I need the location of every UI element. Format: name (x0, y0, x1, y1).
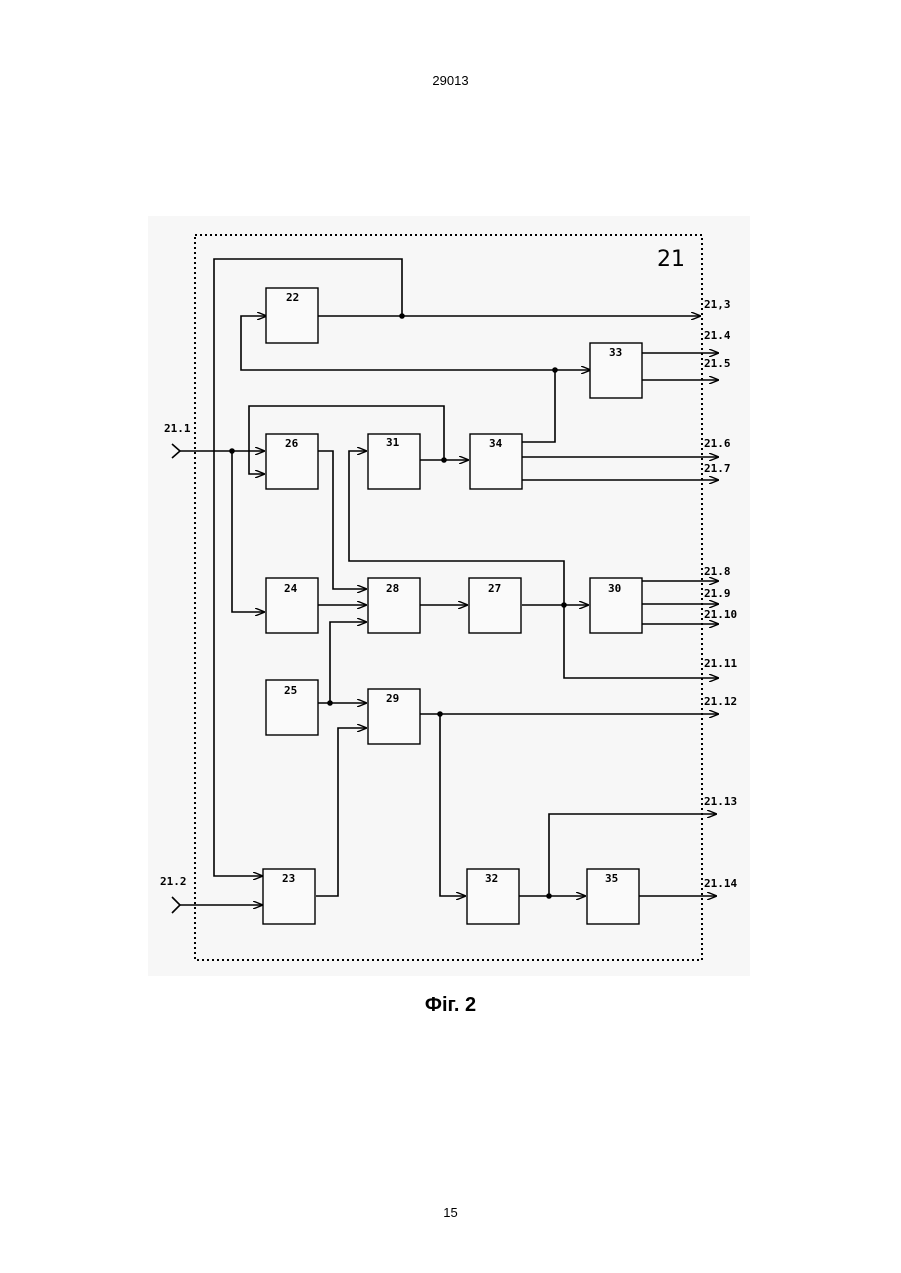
output-label-21-4: 21.4 (704, 329, 731, 342)
output-label-21-7: 21.7 (704, 462, 731, 475)
output-label-21-9: 21.9 (704, 587, 731, 600)
block-label-32: 32 (485, 872, 498, 885)
input-label-21-2: 21.2 (160, 875, 187, 888)
block-label-33: 33 (609, 346, 622, 359)
block-label-30: 30 (608, 582, 621, 595)
block-label-24: 24 (284, 582, 298, 595)
block-label-29: 29 (386, 692, 399, 705)
block-label-31: 31 (386, 436, 400, 449)
output-label-21-8: 21.8 (704, 565, 731, 578)
output-label-21-14: 21.14 (704, 877, 737, 890)
input-label-21-1: 21.1 (164, 422, 191, 435)
page-number-bottom: 15 (0, 1205, 901, 1220)
input-chevron-21-1 (172, 444, 180, 458)
output-label-21-6: 21.6 (704, 437, 731, 450)
block-label-34: 34 (489, 437, 503, 450)
output-label-21-12: 21.12 (704, 695, 737, 708)
output-label-21-3: 21,3 (704, 298, 731, 311)
figure-caption: Фіг. 2 (0, 994, 901, 1017)
block-label-35: 35 (605, 872, 618, 885)
frame-label: 21 (657, 247, 685, 272)
output-label-21-11: 21.11 (704, 657, 737, 670)
block-label-23: 23 (282, 872, 295, 885)
block-label-27: 27 (488, 582, 501, 595)
block-label-25: 25 (284, 684, 297, 697)
block-label-22: 22 (286, 291, 299, 304)
output-label-21-13: 21.13 (704, 795, 737, 808)
block-label-28: 28 (386, 582, 399, 595)
input-chevron-21-2 (172, 897, 180, 913)
block-label-26: 26 (285, 437, 299, 450)
output-label-21-5: 21.5 (704, 357, 731, 370)
output-label-21-10: 21.10 (704, 608, 737, 621)
